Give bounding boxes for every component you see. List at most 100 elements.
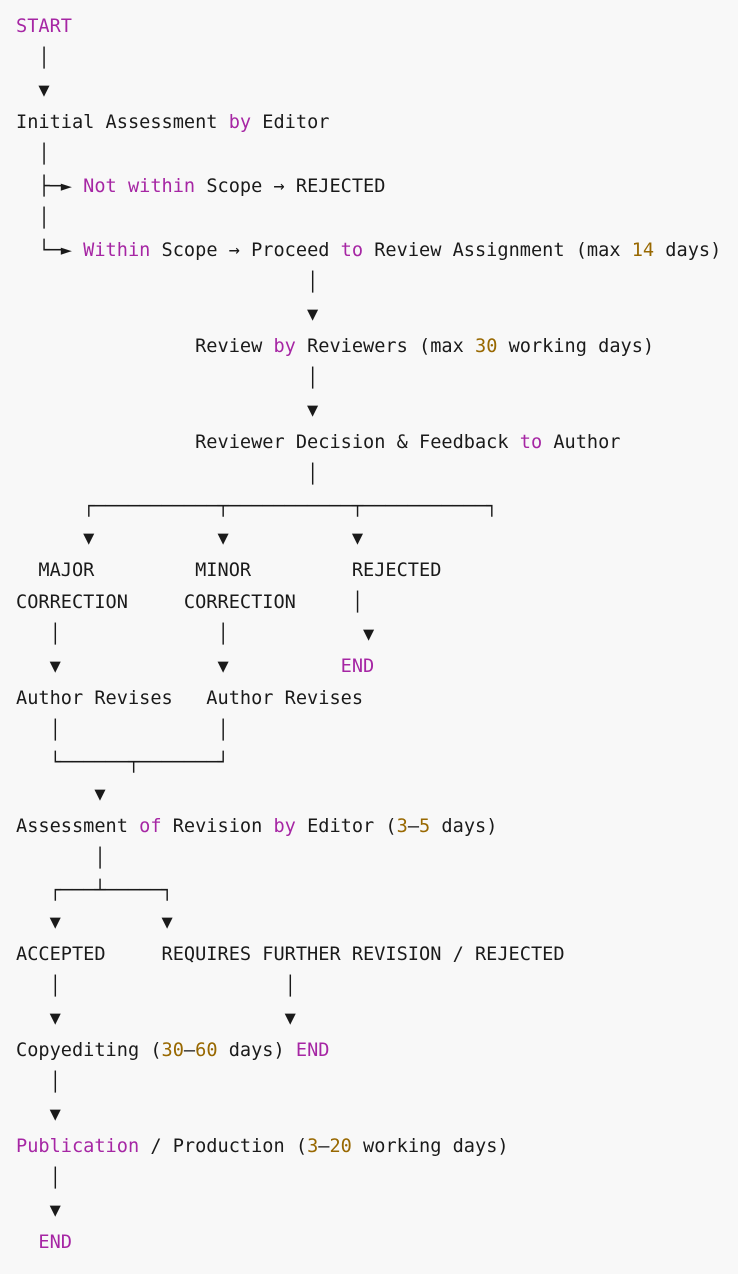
text-token: – [407, 816, 420, 837]
number-token: 3 [396, 816, 408, 837]
flowchart-line: ▼ [16, 1099, 61, 1131]
keyword-token: END [295, 1040, 330, 1061]
text-token: │ │ [16, 720, 229, 741]
text-token: ▼ ▼ [16, 656, 341, 677]
flowchart-line: │ │ [16, 971, 296, 1003]
text-token: Review Assignment (max [363, 240, 632, 261]
keyword-token: by [228, 112, 252, 133]
flowchart-line: ▼ [16, 1195, 61, 1227]
text-token: └──────┬───────┘ [16, 752, 229, 773]
flowchart-line: │ [16, 1067, 61, 1099]
text-token: ▼ ▼ [16, 912, 173, 933]
flowchart-line: MAJOR MINOR REJECTED [16, 555, 441, 587]
text-token: – [318, 1136, 330, 1157]
flowchart-line: Author Revises Author Revises [16, 683, 363, 715]
flowchart-line: ▼ [16, 299, 318, 331]
text-token: ▼ [16, 1200, 61, 1221]
text-token: days) [217, 1040, 296, 1061]
flowchart-line: ┌───┴─────┐ [16, 875, 173, 907]
text-token: ┌───────────┬───────────┬───────────┐ [16, 496, 498, 517]
flowchart-line: │ [16, 843, 106, 875]
flowchart-line: │ │ [16, 715, 229, 747]
flowchart-line: └──────┬───────┘ [16, 747, 229, 779]
text-token: │ [16, 208, 50, 229]
flowchart-line: Assessment of Revision by Editor (3–5 da… [16, 811, 497, 843]
text-token: Reviewers (max [295, 336, 475, 357]
number-token: 30 [161, 1040, 184, 1061]
number-token: 14 [631, 240, 655, 261]
flowchart-line: ▼ ▼ END [16, 651, 375, 683]
keyword-token: to [340, 240, 364, 261]
flowchart-line: ACCEPTED REQUIRES FURTHER REVISION / REJ… [16, 939, 565, 971]
text-token [16, 1232, 38, 1253]
text-token: Initial Assessment [16, 112, 229, 133]
text-token: └─► [16, 240, 84, 261]
keyword-token: Publication [16, 1136, 140, 1157]
text-token: ▼ [16, 784, 106, 805]
text-token: days) [654, 240, 722, 261]
text-token: Editor [251, 112, 330, 133]
flowchart-line: │ [16, 1163, 61, 1195]
text-token: │ [16, 272, 319, 293]
number-token: 60 [195, 1040, 218, 1061]
flowchart-line: │ [16, 203, 50, 235]
text-token: days) [430, 816, 498, 837]
text-token: ▼ [16, 80, 50, 101]
keyword-token: by [273, 816, 296, 837]
flowchart-line: Copyediting (30–60 days) END [16, 1035, 329, 1067]
text-token: │ [16, 848, 106, 869]
flowchart-line: Initial Assessment by Editor [16, 107, 329, 139]
flowchart-line: │ [16, 363, 318, 395]
text-token: Assessment [16, 816, 140, 837]
text-token: │ │ [16, 976, 296, 997]
flowchart-line: ▼ [16, 779, 106, 811]
text-token: working days) [351, 1136, 509, 1157]
number-token: 20 [329, 1136, 352, 1157]
keyword-token: END [340, 656, 375, 677]
text-token: working days) [497, 336, 655, 357]
text-token: ▼ [16, 1104, 61, 1125]
flowchart-line: Publication / Production (3–20 working d… [16, 1131, 509, 1163]
text-token: ├─► [16, 176, 84, 197]
text-token: Scope → REJECTED [195, 176, 386, 197]
text-token: ┌───┴─────┐ [16, 880, 173, 901]
flowchart-line: ▼ ▼ ▼ [16, 523, 363, 555]
flowchart-line: │ [16, 459, 318, 491]
text-token: – [183, 1040, 196, 1061]
text-token: │ [16, 1072, 61, 1093]
text-token: Review [16, 336, 274, 357]
text-token: │ [16, 464, 319, 485]
flowchart-line: Review by Reviewers (max 30 working days… [16, 331, 654, 363]
text-token: │ [16, 48, 50, 69]
flowchart-line: │ [16, 139, 50, 171]
flowchart-line: ┌───────────┬───────────┬───────────┐ [16, 491, 497, 523]
text-token: Author Revises Author Revises [16, 688, 364, 709]
text-token: Editor ( [295, 816, 397, 837]
text-token: CORRECTION CORRECTION │ [16, 592, 364, 613]
text-token: │ [16, 368, 319, 389]
flowchart-line: │ │ ▼ [16, 619, 375, 651]
text-token: Revision [161, 816, 274, 837]
text-token: ▼ [16, 304, 319, 325]
text-token: Copyediting ( [16, 1040, 162, 1061]
flowchart-line: Reviewer Decision & Feedback to Author [16, 427, 620, 459]
flowchart-line: ▼ ▼ [16, 1003, 296, 1035]
flowchart-line: START [16, 11, 72, 43]
keyword-token: Within [83, 240, 151, 261]
text-token: Reviewer Decision & Feedback [16, 432, 520, 453]
text-token: ▼ ▼ [16, 1008, 296, 1029]
flowchart-line: │ [16, 267, 318, 299]
text-token: MAJOR MINOR REJECTED [16, 560, 442, 581]
flowchart-line: CORRECTION CORRECTION │ [16, 587, 363, 619]
keyword-token: Not within [83, 176, 196, 197]
text-token: / Production ( [139, 1136, 308, 1157]
flowchart-line: ▼ ▼ [16, 907, 173, 939]
flowchart-line: ▼ [16, 75, 50, 107]
text-token: ▼ ▼ ▼ [16, 528, 364, 549]
flowchart-line: │ [16, 43, 50, 75]
number-token: 30 [475, 336, 498, 357]
keyword-token: of [139, 816, 162, 837]
text-token: │ [16, 144, 50, 165]
flowchart-line: ▼ [16, 395, 318, 427]
